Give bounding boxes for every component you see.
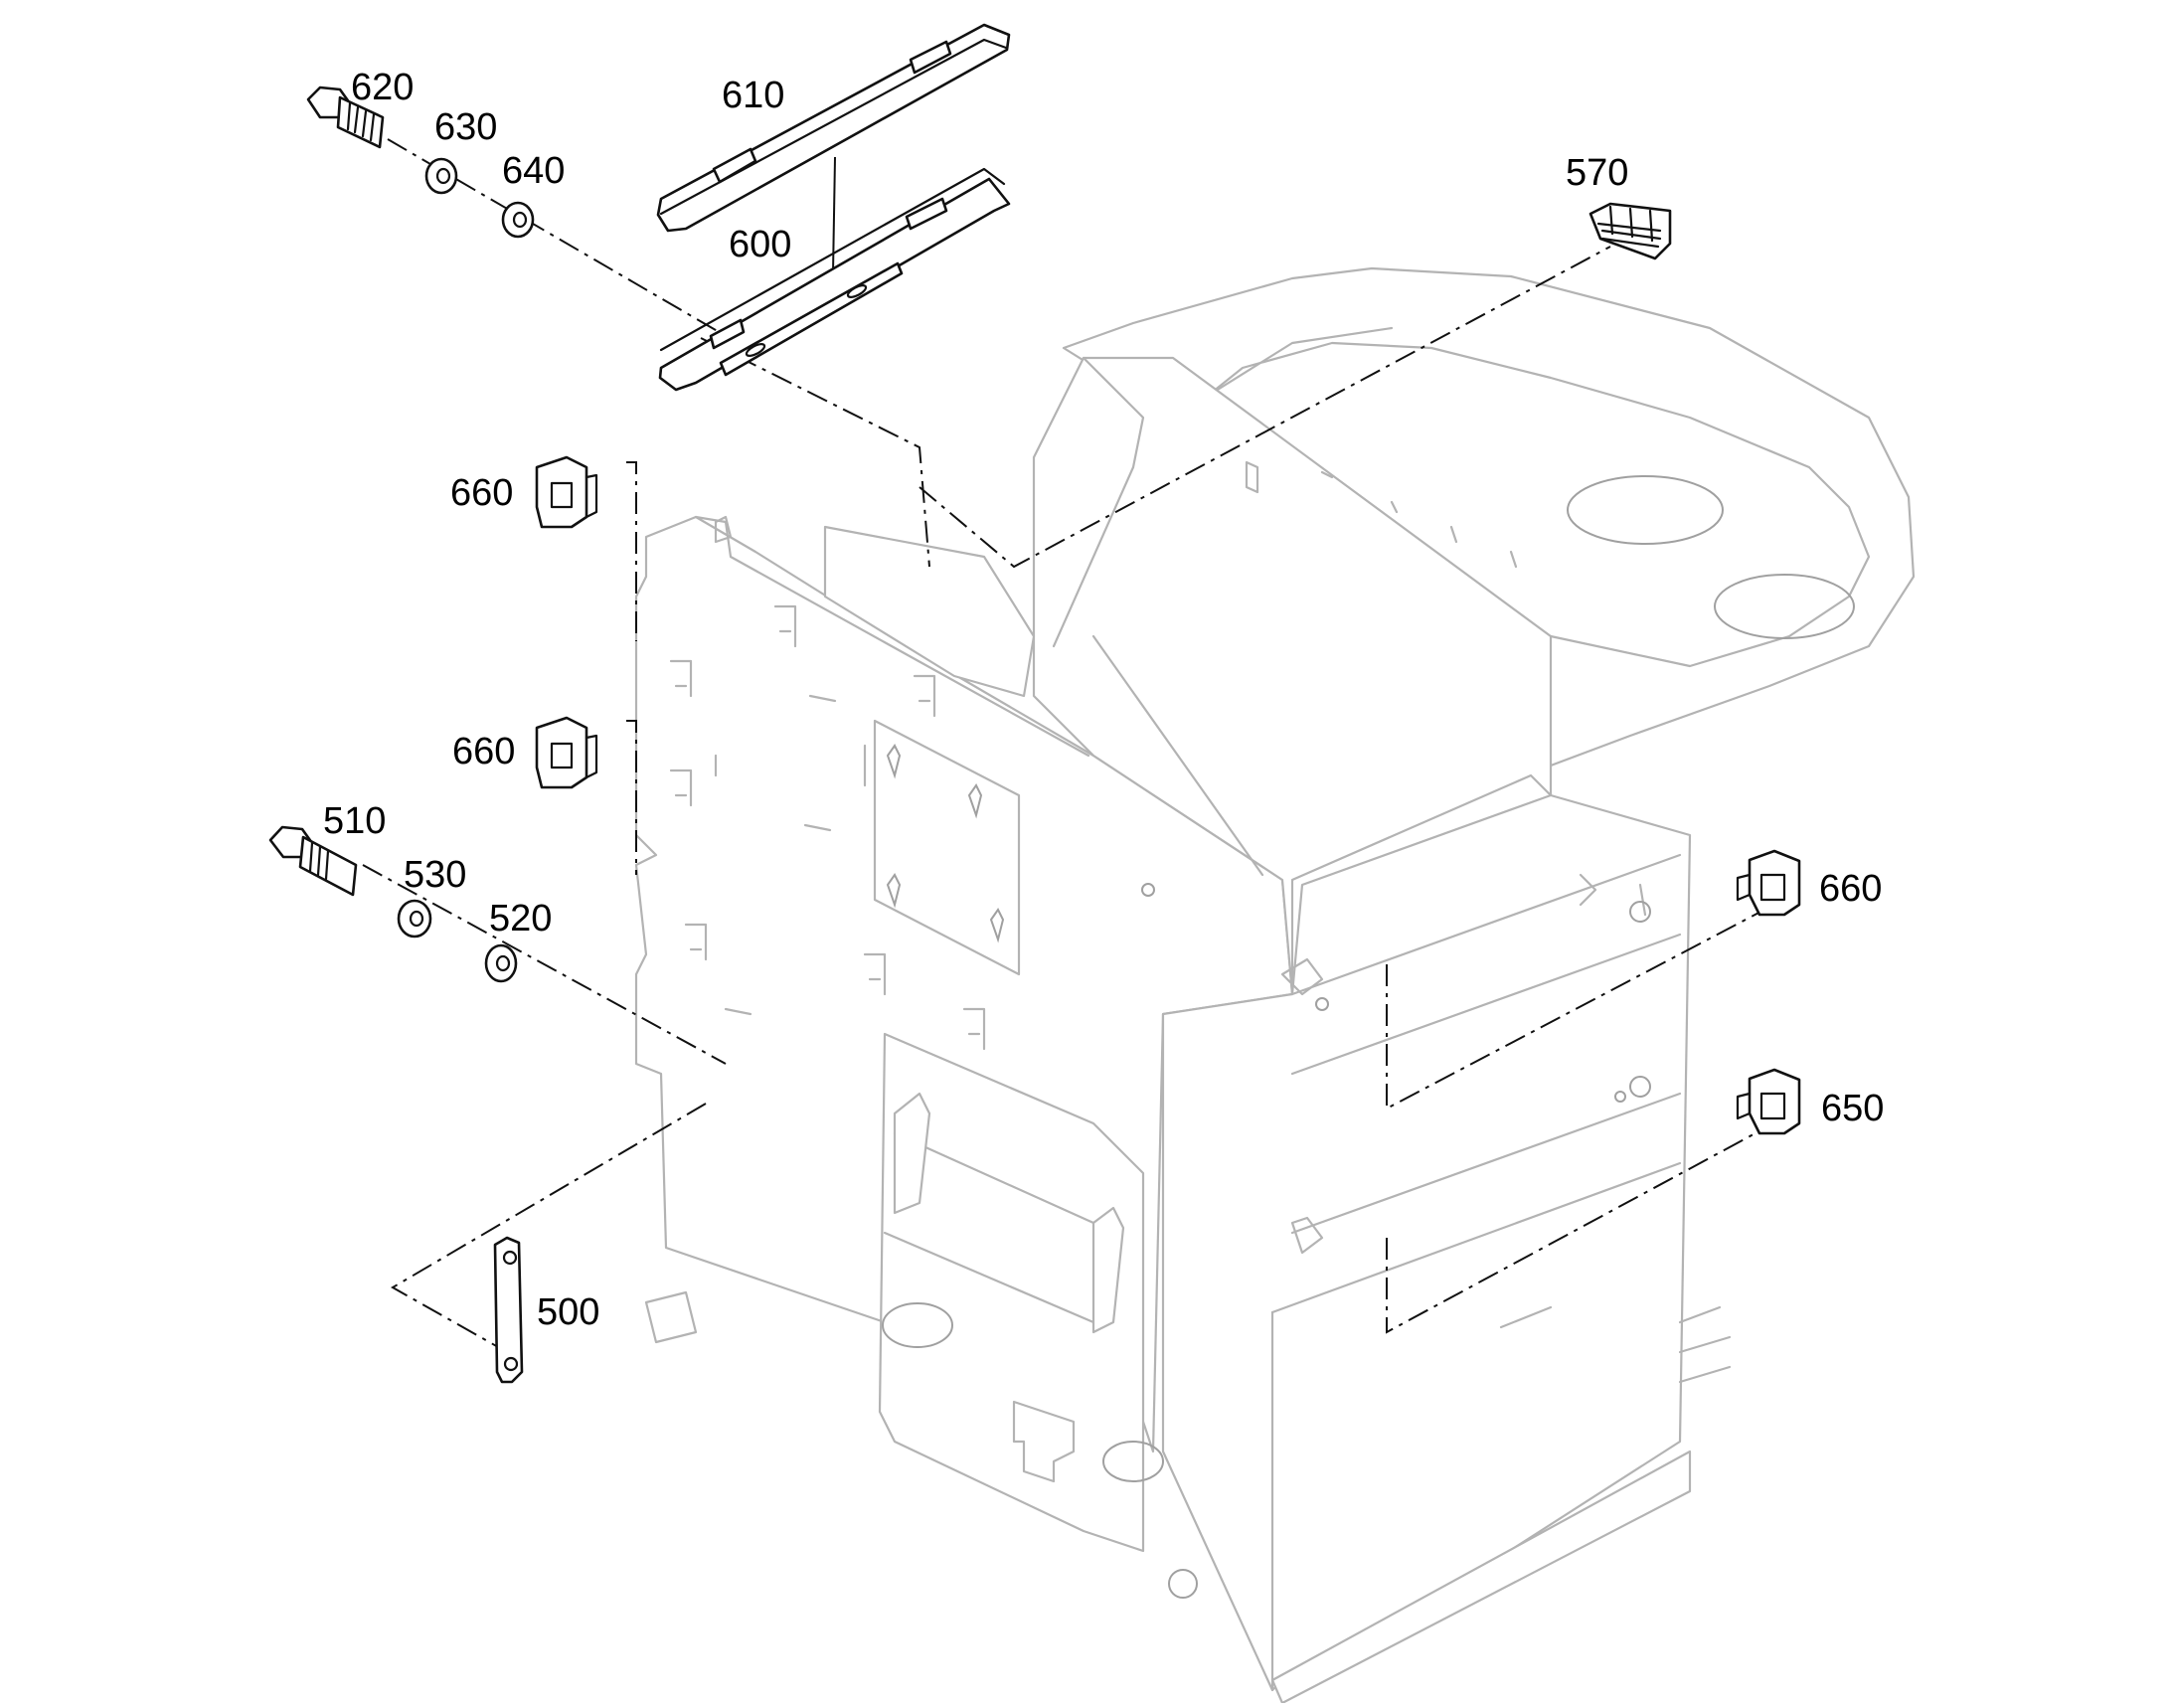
callout-610: 610 <box>722 75 784 116</box>
inner-rear-wall <box>1032 356 1553 996</box>
clamp-610 <box>656 23 1011 233</box>
inner-box <box>823 525 1036 698</box>
clip-650 <box>1736 1068 1801 1135</box>
mounting-plate <box>873 719 1021 976</box>
callout-630: 630 <box>434 106 497 148</box>
washer-640 <box>501 201 535 239</box>
callout-660-middle: 660 <box>452 731 515 772</box>
clip-660-middle <box>535 716 598 789</box>
washer-520 <box>484 943 518 983</box>
explode-lines <box>362 138 1765 1353</box>
hose <box>1678 1305 1732 1384</box>
callout-620: 620 <box>351 67 414 108</box>
bolt-620 <box>306 85 385 149</box>
callout-520: 520 <box>489 898 552 939</box>
washer-630 <box>424 157 458 195</box>
cover-hole-2 <box>1714 574 1855 639</box>
callout-650: 650 <box>1821 1088 1884 1129</box>
callout-570: 570 <box>1566 152 1628 194</box>
clip-660-upper <box>535 455 598 529</box>
plug-570 <box>1588 202 1672 260</box>
callout-510: 510 <box>323 800 386 842</box>
callout-660-upper: 660 <box>450 472 513 514</box>
frame-housing <box>634 266 1916 1705</box>
clamp-600 <box>658 167 1011 392</box>
callout-660-right: 660 <box>1819 868 1882 910</box>
clip-660-right <box>1736 849 1801 917</box>
callout-500: 500 <box>537 1291 599 1333</box>
callout-640: 640 <box>502 150 565 192</box>
callout-labels: 620 630 640 610 600 570 660 660 510 530 … <box>323 67 1884 1333</box>
lower-opening <box>878 1032 1145 1553</box>
callout-530: 530 <box>404 854 466 896</box>
link-500 <box>493 1236 524 1384</box>
callout-600: 600 <box>729 224 791 265</box>
leader-610-600 <box>832 156 836 274</box>
base-plate <box>1270 1450 1692 1705</box>
bolt-510 <box>268 825 358 897</box>
cover-hole-1 <box>1567 475 1724 545</box>
washer-530 <box>397 899 432 939</box>
